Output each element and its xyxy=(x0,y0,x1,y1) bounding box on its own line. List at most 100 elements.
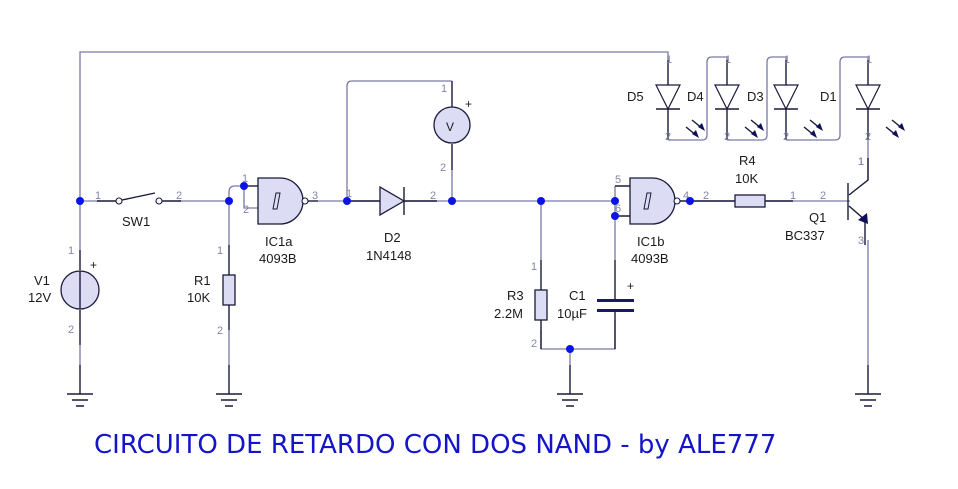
led-d4[interactable]: 1 2 D4 xyxy=(687,54,764,143)
wire-ic1a-in1 xyxy=(228,185,244,201)
pin-label: 4 xyxy=(683,190,689,202)
led-d5[interactable]: 1 2 D5 xyxy=(627,54,705,143)
wire-d4-d3 xyxy=(727,56,787,141)
r4-ref: R4 xyxy=(739,153,756,168)
pin-label: 6 xyxy=(615,203,621,215)
ic1b-ref: IC1b xyxy=(637,234,664,249)
junction-dot xyxy=(537,197,545,205)
d1-ref: D1 xyxy=(820,89,837,104)
q1-value: BC337 xyxy=(785,228,825,243)
nand-gate-ic1a[interactable]: 1 2 3 IC1a 4093B xyxy=(242,173,318,266)
pin-label: 2 xyxy=(68,324,74,336)
emitter-arrow-icon xyxy=(858,213,868,224)
wire-d3-d1 xyxy=(786,56,869,141)
ground-icon xyxy=(216,365,242,407)
ground-icon xyxy=(557,365,583,407)
capacitor-c1[interactable]: + C1 10µF xyxy=(557,260,634,349)
resistor-icon xyxy=(734,194,766,208)
c1-value: 10µF xyxy=(557,306,587,321)
switch-lever-icon xyxy=(121,192,156,201)
pin-label: 1 xyxy=(858,156,864,168)
schmitt-trigger-icon xyxy=(272,192,281,210)
r3-value: 2.2M xyxy=(494,306,523,321)
wires xyxy=(79,51,869,365)
schmitt-trigger-icon xyxy=(643,192,652,210)
pin-label: 1 xyxy=(95,190,101,202)
diagram-title: CIRCUITO DE RETARDO CON DOS NAND - by AL… xyxy=(94,430,776,460)
pin-label: 2 xyxy=(531,338,537,350)
pin-label: 1 xyxy=(346,188,352,200)
led-d1[interactable]: 1 2 1 D1 xyxy=(820,54,905,168)
pin-label: 1 xyxy=(666,54,672,66)
junction-dot xyxy=(343,197,351,205)
pin-label: 2 xyxy=(865,131,871,143)
resistor-icon xyxy=(534,289,548,321)
junction-dot xyxy=(225,197,233,205)
ground-icon xyxy=(855,365,881,407)
v1-ref: V1 xyxy=(34,273,50,288)
led-icon xyxy=(855,84,881,111)
capacitor-plate-icon xyxy=(597,309,634,312)
ground-r1 xyxy=(216,365,242,407)
junction-dot xyxy=(611,212,619,220)
switch-sw1[interactable]: 1 2 SW1 xyxy=(95,190,182,229)
pin-label: 5 xyxy=(615,174,621,186)
transistor-collector-icon xyxy=(848,158,869,196)
led-d3[interactable]: 1 2 D3 xyxy=(747,54,823,143)
r1-value: 10K xyxy=(187,290,210,305)
d3-ref: D3 xyxy=(747,89,764,104)
plus-sign: + xyxy=(627,279,634,293)
wire-top-rail xyxy=(79,51,669,201)
voltmeter-symbol: V xyxy=(446,120,454,134)
q1-ref: Q1 xyxy=(809,210,826,225)
ic1b-value: 4093B xyxy=(631,251,669,266)
v1-value: 12V xyxy=(28,290,51,305)
d2-ref: D2 xyxy=(384,230,401,245)
battery-v1[interactable]: + 1 2 V1 12V xyxy=(28,245,100,345)
junction-dot xyxy=(76,197,84,205)
pin-label: 2 xyxy=(665,131,671,143)
led-icon xyxy=(714,84,740,111)
inverter-bubble-icon xyxy=(301,197,309,205)
inverter-bubble-icon xyxy=(673,197,681,205)
diode-d2[interactable]: 1 2 D2 1N4148 xyxy=(346,185,437,263)
ground-icon xyxy=(67,365,93,407)
junction-dot xyxy=(448,197,456,205)
pin-label: 1 xyxy=(725,54,731,66)
pin-label: 1 xyxy=(441,83,447,95)
nand-gate-icon xyxy=(257,177,304,225)
plus-sign: + xyxy=(90,258,97,272)
pin-label: 2 xyxy=(783,131,789,143)
transistor-q1[interactable]: 2 1 3 Q1 BC337 xyxy=(785,156,869,247)
pin-label: 3 xyxy=(858,235,864,247)
ground-q1 xyxy=(855,365,881,407)
nand-gate-ic1b[interactable]: 5 6 4 IC1b 4093B xyxy=(615,174,735,266)
c1-ref: C1 xyxy=(569,288,586,303)
resistor-r1[interactable]: 1 2 R1 10K xyxy=(187,245,236,337)
voltmeter[interactable]: V + 1 2 xyxy=(433,81,472,174)
pin-label: 1 xyxy=(784,54,790,66)
switch-contact-icon xyxy=(155,197,163,205)
pin-label: 2 xyxy=(703,190,709,202)
resistor-r3[interactable]: 1 2 R3 2.2M xyxy=(494,260,548,350)
r3-ref: R3 xyxy=(507,288,524,303)
junctions xyxy=(76,182,694,353)
wire-r3-c1-bottom xyxy=(540,320,616,350)
sw1-ref: SW1 xyxy=(122,214,150,229)
resistor-r4[interactable]: 2 1 R4 10K xyxy=(703,153,796,208)
ground-v1 xyxy=(67,365,93,407)
ic1a-value: 4093B xyxy=(259,251,297,266)
pin-label: 1 xyxy=(242,173,248,185)
pin-label: 1 xyxy=(68,245,74,257)
pin-label: 2 xyxy=(430,190,436,202)
led-icon xyxy=(773,84,799,111)
capacitor-plate-icon xyxy=(597,299,634,302)
d2-value: 1N4148 xyxy=(366,248,412,263)
nand-gate-icon xyxy=(629,177,676,225)
d5-ref: D5 xyxy=(627,89,644,104)
pin-label: 1 xyxy=(858,156,864,168)
pin-label: 2 xyxy=(243,204,249,216)
pin-label: 2 xyxy=(440,162,446,174)
pin-label: 1 xyxy=(217,245,223,257)
